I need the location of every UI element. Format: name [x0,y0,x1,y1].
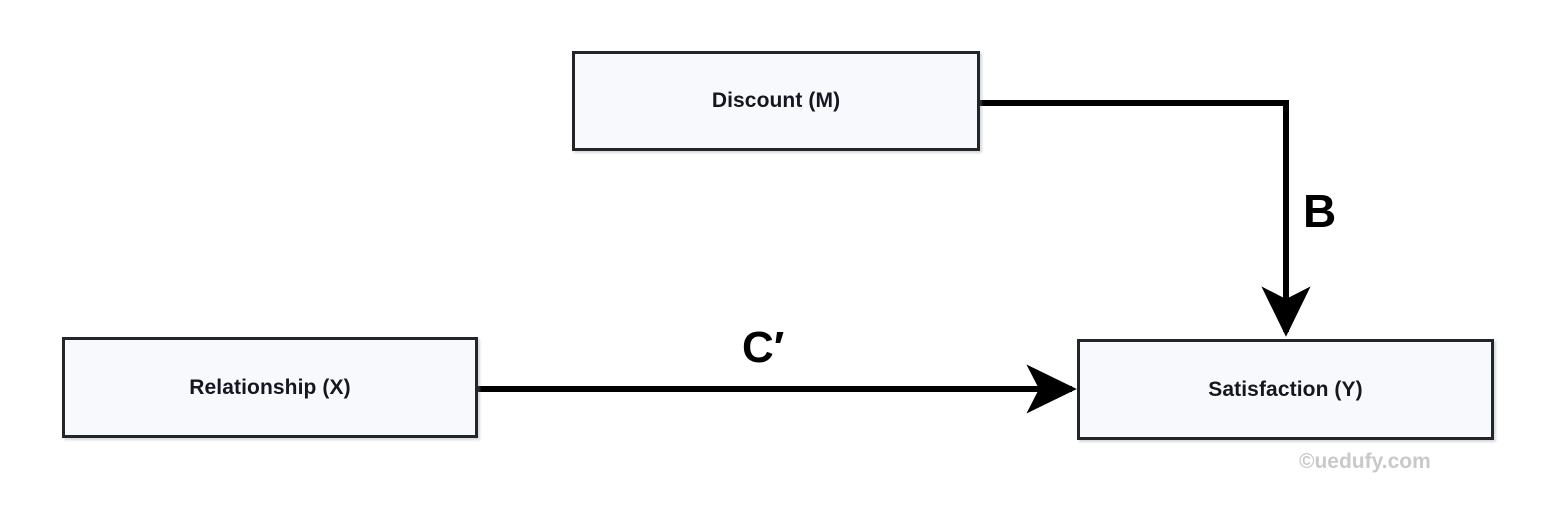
edge-label-c-prime: C′ [742,323,785,372]
node-discount: Discount (M) [572,51,980,151]
node-discount-label: Discount (M) [711,89,841,112]
node-relationship-label: Relationship (X) [189,375,351,399]
edge-b-path [980,100,1311,337]
node-satisfaction: Satisfaction (Y) [1077,339,1494,440]
node-relationship: Relationship (X) [62,337,478,438]
watermark: ©uedufy.com [1299,450,1431,473]
node-satisfaction-label: Satisfaction (Y) [1208,377,1363,401]
edge-label-b: B [1303,185,1337,237]
